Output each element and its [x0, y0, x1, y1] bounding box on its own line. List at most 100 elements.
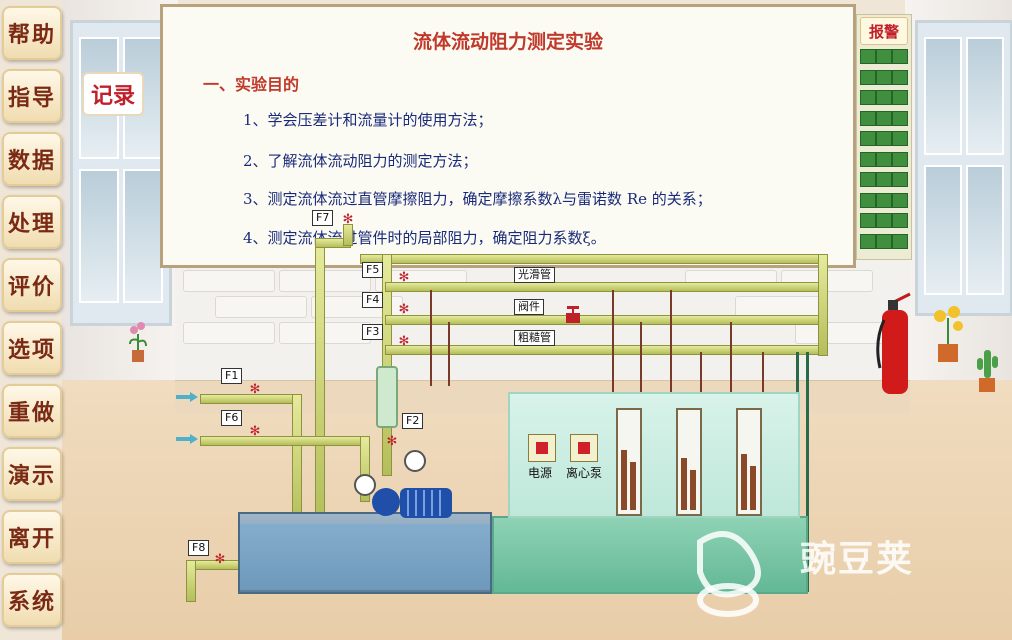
wire	[762, 352, 764, 400]
alarm-led	[892, 69, 908, 85]
valve-f8-label: F8	[188, 540, 210, 556]
alarm-led	[876, 172, 892, 187]
manometer-r2	[676, 408, 702, 516]
drain-line	[806, 352, 809, 592]
pipe-f7-stub	[343, 224, 353, 246]
alarm-led	[860, 151, 876, 167]
manometer-r3	[736, 408, 762, 516]
valve-pipe-label: 阀件	[514, 299, 544, 315]
pipe-f1-down	[292, 394, 302, 526]
cactus	[974, 346, 1000, 394]
manometer-r1	[616, 408, 642, 516]
valve-f3[interactable]: ✻	[398, 334, 410, 349]
pipe-valve	[385, 315, 823, 325]
wire	[730, 322, 732, 400]
alarm-led	[876, 213, 892, 228]
pressure-gauge-icon	[404, 450, 426, 472]
valve-f1[interactable]: ✻	[249, 382, 261, 397]
alarm-led	[860, 49, 876, 64]
wire	[640, 322, 642, 400]
demo-button[interactable]: 演示	[2, 447, 62, 501]
alarm-panel: 报警	[856, 14, 912, 260]
inlet-arrow-icon	[176, 434, 198, 444]
alarm-led	[876, 110, 892, 126]
alarm-led	[876, 192, 892, 208]
alarm-led	[892, 151, 908, 167]
valve-f4[interactable]: ✻	[398, 302, 410, 317]
alarm-button[interactable]: 报警	[860, 17, 908, 45]
wire	[700, 352, 702, 400]
alarm-led	[860, 90, 876, 105]
guide-button[interactable]: 指导	[2, 69, 62, 123]
wire	[670, 290, 672, 400]
help-button[interactable]: 帮助	[2, 6, 62, 60]
board-title: 流体流动阻力测定实验	[412, 31, 603, 53]
alarm-led	[860, 110, 876, 126]
valve-f4-label: F4	[362, 292, 384, 308]
valve-f5[interactable]: ✻	[398, 270, 410, 285]
left-wall	[62, 0, 178, 420]
pipe-f6-down	[360, 436, 370, 502]
board-item-4: 4、测定流体流过管件时的局部阻力，确定阻力系数ξ。	[243, 229, 606, 247]
valve-f8[interactable]: ✻	[214, 552, 226, 567]
valve-f6-label: F6	[221, 410, 243, 426]
pipe-riser-f7	[315, 240, 325, 527]
alarm-led	[860, 213, 876, 228]
watermark-logo-icon	[690, 512, 990, 622]
flowmeter	[376, 366, 398, 428]
alarm-led	[892, 90, 908, 105]
alarm-led	[892, 49, 908, 64]
board-item-2: 2、了解流体流动阻力的测定方法；	[243, 152, 478, 170]
instruction-board: 流体流动阻力测定实验 一、实验目的 1、学会压差计和流量计的使用方法； 2、了解…	[160, 4, 856, 268]
control-console: 电源 离心泵 R1 R2 R3	[508, 392, 800, 518]
inlet-arrow-icon	[176, 392, 198, 402]
alarm-led	[876, 233, 892, 249]
pipe-f6	[200, 436, 370, 446]
wire	[448, 322, 450, 386]
valve-f1-label: F1	[221, 368, 243, 384]
globe-valve[interactable]	[564, 306, 582, 324]
data-button[interactable]: 数据	[2, 132, 62, 186]
pump-switch[interactable]	[570, 434, 598, 462]
pipe-right-riser	[818, 254, 828, 356]
alarm-led	[876, 49, 892, 64]
alarm-led	[892, 110, 908, 126]
watermark-text: 豌豆荚	[800, 539, 915, 580]
evaluate-button[interactable]: 评价	[2, 258, 62, 312]
valve-f2[interactable]: ✻	[386, 434, 398, 449]
alarm-led	[860, 172, 876, 187]
pipe-top-return	[360, 254, 828, 264]
smooth-pipe-label: 光滑管	[514, 267, 555, 283]
valve-f6[interactable]: ✻	[249, 424, 261, 439]
power-label: 电源	[528, 466, 553, 480]
exit-button[interactable]: 离开	[2, 510, 62, 564]
flower-pot-left	[126, 320, 150, 364]
power-switch[interactable]	[528, 434, 556, 462]
alarm-led	[892, 192, 908, 208]
process-button[interactable]: 处理	[2, 195, 62, 249]
record-button[interactable]: 记录	[82, 72, 144, 116]
flower-pot-right	[928, 304, 968, 364]
alarm-led	[876, 69, 892, 85]
alarm-led	[892, 131, 908, 146]
right-window	[915, 20, 1012, 316]
vacuum-gauge-icon	[354, 474, 376, 496]
valve-f5-label: F5	[362, 262, 384, 278]
pipe-f8-down	[186, 560, 196, 602]
alarm-led	[876, 131, 892, 146]
water-tank	[238, 512, 492, 594]
pump-label: 离心泵	[566, 466, 603, 480]
alarm-led	[860, 192, 876, 208]
alarm-led	[892, 172, 908, 187]
valve-f7[interactable]: ✻	[342, 212, 354, 227]
alarm-led	[876, 151, 892, 167]
alarm-led	[860, 69, 876, 85]
rough-pipe-label: 粗糙管	[514, 330, 555, 346]
system-button[interactable]: 系统	[2, 573, 62, 627]
options-button[interactable]: 选项	[2, 321, 62, 375]
wire	[612, 290, 614, 400]
pipe-smooth	[385, 282, 823, 292]
redo-button[interactable]: 重做	[2, 384, 62, 438]
pipe-main-riser	[382, 254, 392, 476]
fire-extinguisher	[874, 292, 918, 396]
